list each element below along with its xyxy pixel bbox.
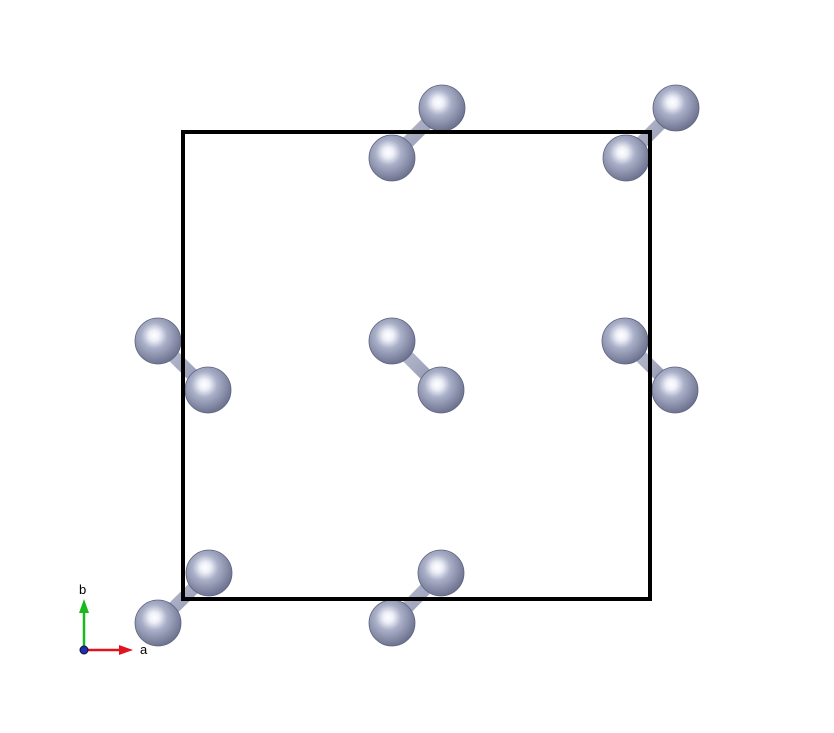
axis-indicator: b a	[79, 582, 148, 657]
atom[interactable]	[134, 599, 182, 647]
b-axis-label: b	[79, 582, 86, 597]
atom[interactable]	[134, 317, 182, 365]
molecule-5[interactable]	[601, 317, 699, 414]
atom[interactable]	[652, 84, 700, 132]
atom[interactable]	[185, 549, 233, 597]
atom[interactable]	[651, 366, 699, 414]
atom[interactable]	[368, 134, 416, 182]
a-axis-arrowhead	[119, 645, 133, 655]
atom[interactable]	[368, 599, 416, 647]
atom[interactable]	[601, 317, 649, 365]
molecules-layer	[134, 84, 700, 647]
atom[interactable]	[368, 317, 416, 365]
c-axis-origin	[79, 645, 89, 655]
atom[interactable]	[602, 134, 650, 182]
atom[interactable]	[418, 84, 466, 132]
unit-cell-box	[181, 130, 652, 601]
atom[interactable]	[417, 549, 465, 597]
atom[interactable]	[184, 366, 232, 414]
a-axis-label: a	[140, 642, 148, 657]
molecule-4[interactable]	[368, 317, 465, 414]
b-axis-arrowhead	[79, 599, 89, 613]
molecule-2[interactable]	[602, 84, 700, 182]
atom[interactable]	[417, 366, 465, 414]
